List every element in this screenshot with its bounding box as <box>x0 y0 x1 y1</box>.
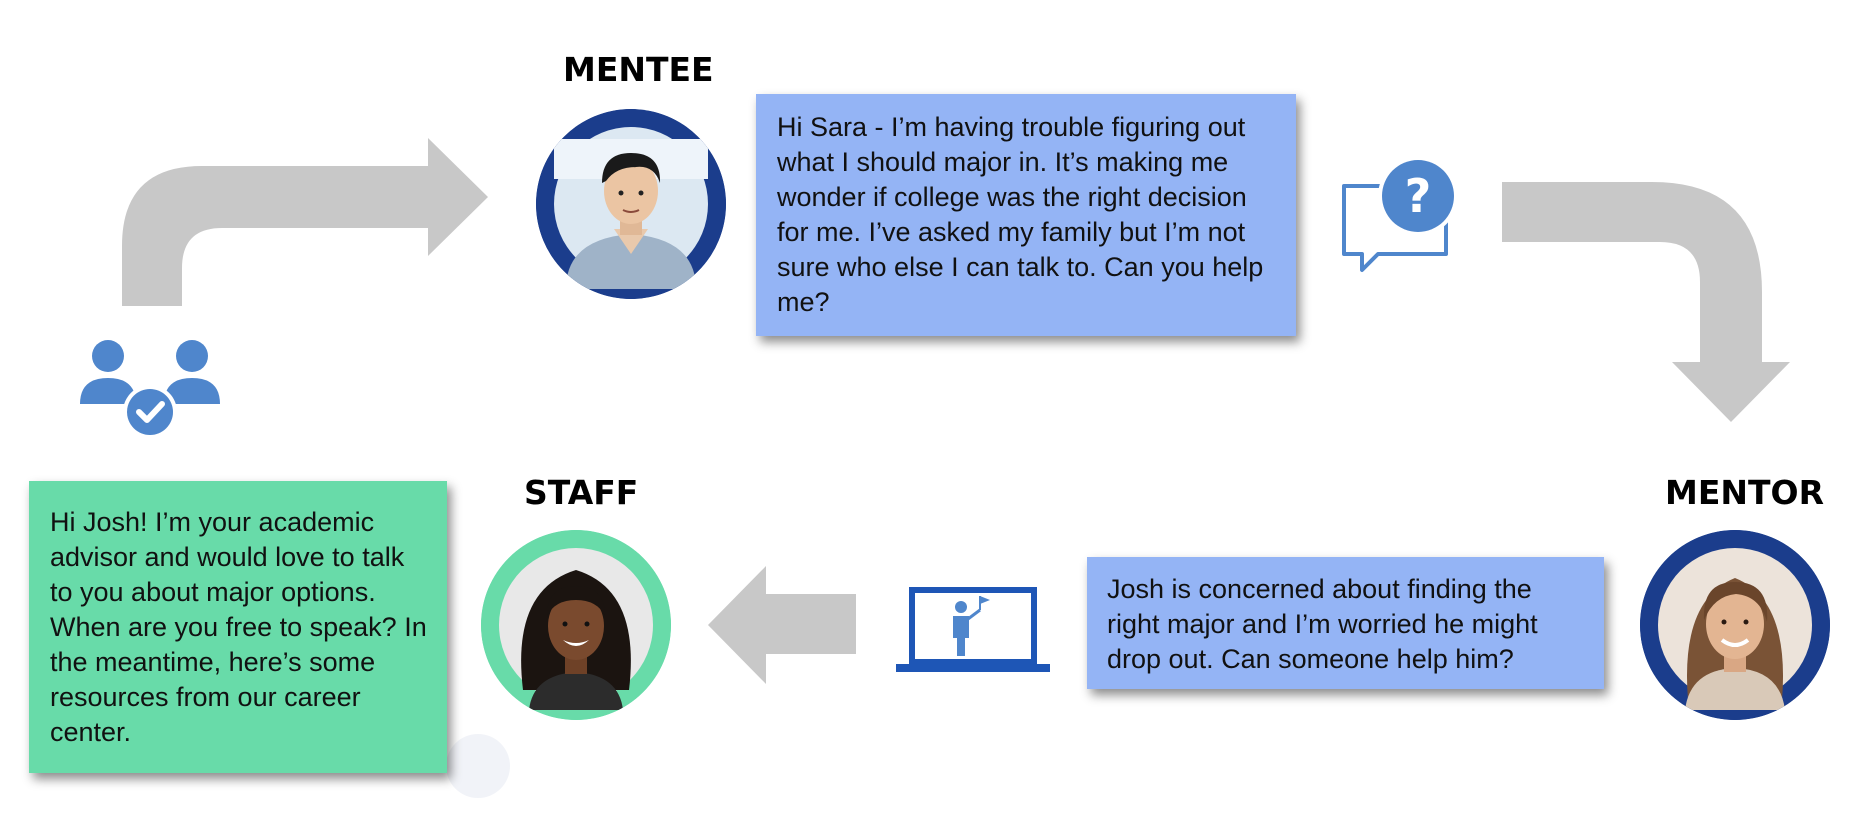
mentor-message-bubble: Josh is concerned about finding the righ… <box>1087 557 1604 689</box>
staff-avatar <box>481 530 671 720</box>
laptop-presenter-icon <box>896 586 1050 676</box>
staff-photo <box>481 530 671 720</box>
arrow-match-to-mentee <box>122 138 488 306</box>
mentor-photo <box>1640 530 1830 720</box>
mentor-label: MENTOR <box>1665 473 1824 512</box>
arrow-mentee-to-mentor <box>1502 182 1790 422</box>
users-check-icon <box>78 336 224 440</box>
arrow-mentor-to-staff <box>708 566 856 684</box>
chat-question-icon: ? <box>1338 156 1462 276</box>
decorative-dot <box>446 734 510 798</box>
mentee-message-text: Hi Sara - I’m having trouble figuring ou… <box>777 112 1263 317</box>
mentee-avatar <box>536 109 726 299</box>
staff-label: STAFF <box>524 473 638 512</box>
svg-text:?: ? <box>1405 169 1432 223</box>
mentee-photo <box>536 109 726 299</box>
mentee-label: MENTEE <box>563 50 714 89</box>
staff-message-text: Hi Josh! I’m your academic advisor and w… <box>50 507 427 747</box>
mentor-avatar <box>1640 530 1830 720</box>
mentee-message-bubble: Hi Sara - I’m having trouble figuring ou… <box>756 94 1296 336</box>
staff-message-bubble: Hi Josh! I’m your academic advisor and w… <box>29 481 447 773</box>
mentor-message-text: Josh is concerned about finding the righ… <box>1107 574 1538 674</box>
